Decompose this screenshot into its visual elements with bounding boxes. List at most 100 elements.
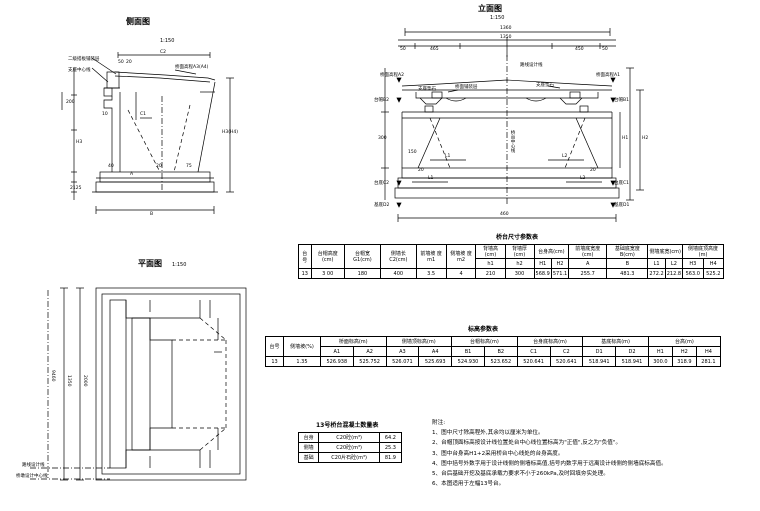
- table1-header: 侧墙底宽(cm): [647, 244, 684, 259]
- table1-cell: 13: [298, 268, 312, 279]
- front-dim-50-left: 50: [400, 47, 406, 52]
- table-row: 台身 C20砼(m³) 64.2: [297, 432, 403, 443]
- front-view-lines: [381, 28, 644, 222]
- table1-cell: 212.8: [664, 268, 684, 279]
- table2-header-row2: A1 A2 A3 A4 B1 B2 C1 C2 D1 D2 H1 H2 H4: [266, 346, 722, 357]
- table1-cell: 481.3: [606, 268, 649, 279]
- table2-header-row1: 台号 侧墙坡(%) 桥面标高(m) 侧墙顶标高(m) 台帽标高(m) 台身底标高…: [264, 336, 722, 357]
- table2-header: 基底标高(m): [582, 336, 649, 347]
- table2-subheader: C2: [549, 346, 584, 357]
- table-row: 基础 C20片石砼(m³) 81.9: [297, 452, 403, 463]
- plan-dim-2: 2000: [82, 375, 87, 387]
- note-item: 1、图中尺寸除高程外,其余均以厘米为单位。: [432, 430, 544, 437]
- table2-cell: 520.641: [516, 356, 551, 367]
- plan-view-title: 平面图: [138, 259, 162, 268]
- table2-cell: 518.941: [582, 356, 617, 367]
- front-h2: H2: [642, 136, 649, 141]
- front-l1: L1: [445, 154, 451, 159]
- front-right-c-label: 台底C1: [614, 181, 630, 186]
- front-dim-465-left: 465: [430, 47, 439, 52]
- table1-header: 前墙坡 度m1: [415, 244, 447, 269]
- front-dim-second: 1350: [500, 35, 512, 40]
- table2-header: 台号: [264, 336, 285, 357]
- front-left-cap-label: 桥面高程A2: [380, 73, 404, 78]
- front-right-b-label: 台帽B1: [614, 98, 629, 103]
- table1-header: 侧墙长 C2(cm): [379, 244, 417, 269]
- side-dim-50: 50: [118, 60, 124, 65]
- table2-cell: 518.941: [615, 356, 649, 367]
- table2-cell: 13: [264, 356, 285, 367]
- table3-cell: C20砼(m³): [318, 432, 380, 443]
- table1-subheader: H3: [682, 258, 704, 269]
- front-right-cap-label: 桥面高程A1: [596, 73, 620, 78]
- table2-subheader: A1: [319, 346, 354, 357]
- side-dim-c1: C1: [140, 112, 147, 117]
- notes-title: 附注:: [432, 420, 446, 426]
- front-dim-20b: 20: [590, 168, 596, 173]
- table1-header: 台帽高度 (cm): [310, 244, 345, 269]
- table2-cell: 525.693: [418, 356, 453, 367]
- table2-cell: 300.0: [647, 356, 673, 367]
- table1-cell: 300: [504, 268, 535, 279]
- table2-cell: 523.652: [483, 356, 518, 367]
- table1-cell: 4: [445, 268, 477, 279]
- side-dim-2125: 2125: [70, 186, 82, 191]
- table1-cell: 210: [475, 268, 506, 279]
- table1-cell: 563.0: [682, 268, 704, 279]
- side-dim-10: 10: [102, 112, 108, 117]
- front-paving-label: 桥面铺装层: [455, 85, 478, 90]
- front-bearing-left-label: 支座垫石: [418, 87, 436, 92]
- table1-cell: 3.5: [415, 268, 447, 279]
- table3-cell: C20砼(m³): [318, 442, 380, 453]
- table2-subheader: A2: [352, 346, 387, 357]
- table1-cell: 180: [343, 268, 381, 279]
- front-view-scale: 1:150: [490, 15, 505, 21]
- table2-header: 台高(m): [647, 336, 722, 347]
- table1-subheader: A: [568, 258, 608, 269]
- table2-subheader: A3: [385, 346, 420, 357]
- table3-cell: 25.3: [378, 442, 403, 453]
- side-dim-a: A: [130, 172, 134, 177]
- front-center-text: 桥台中心线: [510, 130, 515, 153]
- front-dim-460: 460: [500, 212, 509, 217]
- front-h1: H1: [622, 136, 629, 141]
- note-item: 5、台后基础开挖及基底承载力要求不小于260kPa,及时回填夯实处理。: [432, 471, 609, 478]
- table2-cell: 1.35: [283, 356, 321, 367]
- table2-header: 桥面标高(m): [319, 336, 387, 347]
- front-l2: L2: [562, 154, 568, 159]
- table2-caption: 标高参数表: [468, 326, 499, 333]
- side-view-lines: [61, 52, 234, 214]
- table1-subheader: h2: [504, 258, 535, 269]
- notes-block: 附注: 1、图中尺寸除高程外,其余均以厘米为单位。 2、台帽顶面标高按设计线位置…: [432, 418, 667, 489]
- table2-subheader: D2: [615, 346, 649, 357]
- side-dim-h3h4: H3(H4): [222, 130, 239, 135]
- front-view-title: 立面图: [478, 4, 502, 13]
- plan-view-lines: [30, 287, 247, 481]
- table1-header: 台帽宽 G1(cm): [343, 244, 381, 269]
- table2-header: 侧墙坡(%): [283, 336, 321, 357]
- table1-caption: 桥台尺寸参数表: [496, 234, 539, 241]
- elevation-table: 台号 侧墙坡(%) 桥面标高(m) 侧墙顶标高(m) 台帽标高(m) 台身底标高…: [264, 336, 722, 367]
- table1-header: 台身高(cm): [533, 244, 570, 259]
- table3-cell: 台身: [297, 432, 320, 443]
- front-dim-top: 1360: [500, 26, 512, 31]
- side-bearing-label: 支座中心线: [68, 68, 91, 73]
- table2-subheader: C1: [516, 346, 551, 357]
- table2-header: 台身底标高(m): [516, 336, 584, 347]
- table1-subheader: H2: [550, 258, 570, 269]
- table1-subheader: L1: [647, 258, 666, 269]
- front-dim-465-right: 450: [575, 47, 584, 52]
- table2-subheader: B2: [483, 346, 518, 357]
- table2-cell: 525.752: [352, 356, 387, 367]
- table3-cell: 64.2: [378, 432, 403, 443]
- table1-cell: 3 00: [310, 268, 345, 279]
- side-dim-40: 40: [108, 164, 114, 169]
- table1-cell: 571.1: [550, 268, 570, 279]
- side-dim-c2: C2: [160, 50, 167, 55]
- front-left-d-label: 基底D2: [374, 203, 390, 208]
- table2-cell: 524.930: [451, 356, 485, 367]
- table1-header-row1: 台号 台帽高度 (cm) 台帽宽 G1(cm) 侧墙长 C2(cm) 前墙坡 度…: [298, 244, 724, 269]
- front-l1-b: L1: [428, 176, 434, 181]
- table3-cell: 基础: [297, 452, 320, 463]
